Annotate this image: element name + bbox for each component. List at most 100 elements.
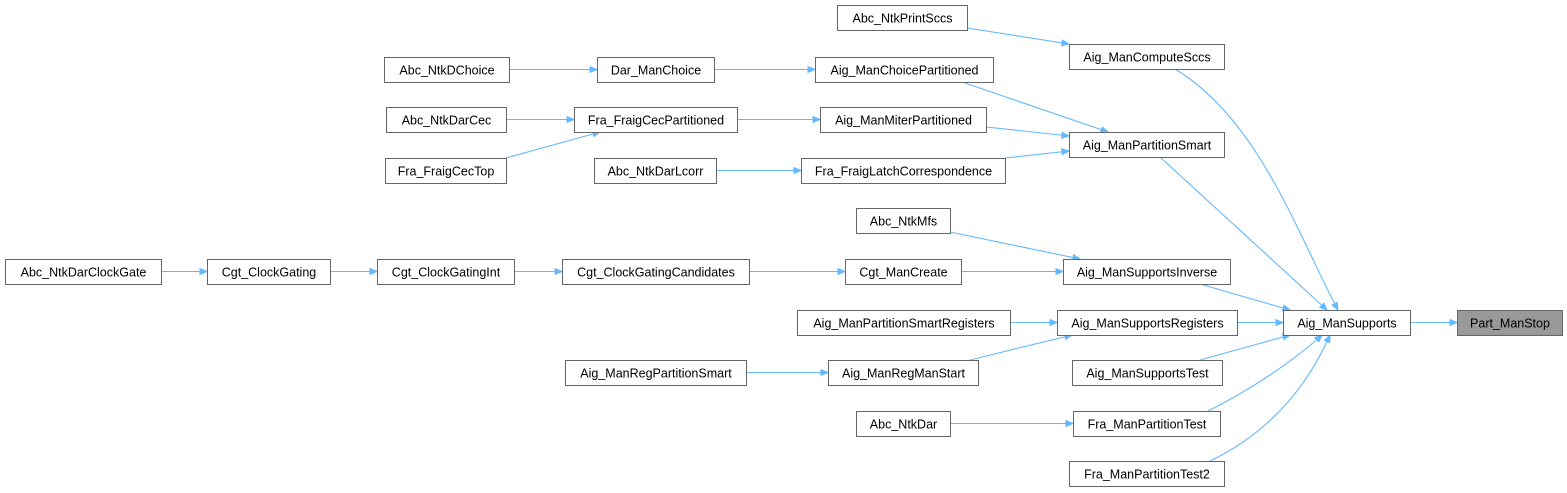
node-box[interactable] (1057, 310, 1238, 336)
node-box[interactable] (386, 107, 507, 133)
edge-fra_manpartitiontest2-to-aig_mansupports (1209, 335, 1330, 462)
node-aig_manmiterpartitioned[interactable]: Aig_ManMiterPartitioned (820, 107, 987, 133)
node-label: Fra_FraigCecPartitioned (588, 114, 724, 128)
node-box[interactable] (574, 107, 738, 133)
node-label: Abc_NtkPrintSccs (852, 12, 952, 26)
node-box[interactable] (1069, 44, 1225, 70)
node-box[interactable] (845, 259, 962, 285)
node-fra_fraigcectop[interactable]: Fra_FraigCecTop (385, 158, 507, 184)
node-label: Aig_ManComputeSccs (1083, 51, 1210, 65)
edge-aig_mansupportsinverse-to-aig_mansupports (1199, 283, 1290, 310)
node-cgt_clockgatingint[interactable]: Cgt_ClockGatingInt (377, 259, 515, 285)
node-aig_mansupportsregisters[interactable]: Aig_ManSupportsRegisters (1057, 310, 1238, 336)
node-aig_manpartitionsmartregisters[interactable]: Aig_ManPartitionSmartRegisters (797, 310, 1011, 336)
node-label: Abc_NtkDChoice (399, 64, 494, 78)
node-box[interactable] (1457, 310, 1563, 336)
edge-abc_ntkprintsccs-to-aig_mancomputesccs (966, 27, 1069, 44)
node-box[interactable] (377, 259, 515, 285)
node-label: Cgt_ClockGatingInt (392, 266, 501, 280)
node-box[interactable] (815, 57, 994, 83)
node-label: Abc_NtkDar (870, 418, 937, 432)
node-aig_mancomputesccs[interactable]: Aig_ManComputeSccs (1069, 44, 1225, 70)
node-label: Aig_ManPartitionSmart (1083, 139, 1212, 153)
node-abc_ntkmfs[interactable]: Abc_NtkMfs (856, 208, 951, 234)
node-box[interactable] (594, 158, 717, 184)
node-label: Aig_ManMiterPartitioned (835, 114, 972, 128)
node-fra_manpartitiontest[interactable]: Fra_ManPartitionTest (1073, 411, 1221, 437)
edge-abc_ntkmfs-to-aig_mansupportsinverse (949, 231, 1080, 259)
node-label: Aig_ManSupportsTest (1086, 367, 1209, 381)
node-aig_manpartitionsmart[interactable]: Aig_ManPartitionSmart (1069, 132, 1225, 158)
edges-layer (161, 27, 1457, 462)
edge-aig_manpartitionsmart-to-aig_mansupports (1159, 156, 1327, 310)
node-label: Abc_NtkMfs (870, 215, 937, 229)
node-label: Aig_ManSupports (1297, 317, 1396, 331)
node-box[interactable] (385, 158, 507, 184)
node-label: Abc_NtkDarLcorr (608, 165, 704, 179)
node-cgt_mancreate[interactable]: Cgt_ManCreate (845, 259, 962, 285)
node-label: Fra_FraigCecTop (398, 165, 495, 179)
node-fra_fraigcecpartitioned[interactable]: Fra_FraigCecPartitioned (574, 107, 738, 133)
edge-aig_manregmanstart-to-aig_mansupportsregisters (969, 335, 1072, 361)
node-box[interactable] (1069, 132, 1225, 158)
edge-aig_mancomputesccs-to-aig_mansupports (1174, 68, 1338, 310)
node-box[interactable] (856, 208, 951, 234)
node-box[interactable] (1063, 259, 1231, 285)
node-abc_ntkdar[interactable]: Abc_NtkDar (856, 411, 951, 437)
node-label: Part_ManStop (1470, 317, 1550, 331)
node-part_manstop[interactable]: Part_ManStop (1457, 310, 1563, 336)
node-box[interactable] (597, 57, 715, 83)
node-label: Fra_ManPartitionTest2 (1084, 468, 1210, 482)
node-label: Cgt_ClockGatingCandidates (577, 266, 735, 280)
edge-aig_manchoicepartitioned-to-aig_manpartitionsmart (961, 81, 1108, 132)
node-aig_manregmanstart[interactable]: Aig_ManRegManStart (828, 360, 979, 386)
node-box[interactable] (384, 57, 510, 83)
node-box[interactable] (856, 411, 951, 437)
node-box[interactable] (828, 360, 979, 386)
node-aig_mansupportsinverse[interactable]: Aig_ManSupportsInverse (1063, 259, 1231, 285)
node-box[interactable] (207, 259, 331, 285)
node-cgt_clockgatingcandidates[interactable]: Cgt_ClockGatingCandidates (562, 259, 750, 285)
node-box[interactable] (820, 107, 987, 133)
node-label: Fra_ManPartitionTest (1088, 418, 1207, 432)
node-label: Fra_FraigLatchCorrespondence (815, 165, 992, 179)
node-aig_mansupports[interactable]: Aig_ManSupports (1283, 310, 1411, 336)
node-label: Aig_ManRegManStart (842, 367, 966, 381)
node-box[interactable] (1073, 411, 1221, 437)
node-box[interactable] (801, 158, 1006, 184)
node-aig_manchoicepartitioned[interactable]: Aig_ManChoicePartitioned (815, 57, 994, 83)
edge-fra_fraiglatchcorrespondence-to-aig_manpartitionsmart (1004, 151, 1069, 159)
node-abc_ntkprintsccs[interactable]: Abc_NtkPrintSccs (837, 5, 968, 31)
node-dar_manchoice[interactable]: Dar_ManChoice (597, 57, 715, 83)
node-cgt_clockgating[interactable]: Cgt_ClockGating (207, 259, 331, 285)
edge-aig_mansupportstest-to-aig_mansupports (1199, 335, 1290, 361)
edge-fra_fraigcectop-to-fra_fraigcecpartitioned (505, 132, 600, 159)
node-box[interactable] (562, 259, 750, 285)
node-label: Cgt_ManCreate (859, 266, 947, 280)
node-box[interactable] (837, 5, 968, 31)
node-aig_manregpartitionsmart[interactable]: Aig_ManRegPartitionSmart (565, 360, 747, 386)
node-label: Abc_NtkDarClockGate (21, 266, 147, 280)
node-box[interactable] (565, 360, 747, 386)
edge-aig_manmiterpartitioned-to-aig_manpartitionsmart (985, 126, 1069, 136)
node-abc_ntkdchoice[interactable]: Abc_NtkDChoice (384, 57, 510, 83)
node-aig_mansupportstest[interactable]: Aig_ManSupportsTest (1072, 360, 1223, 386)
node-label: Aig_ManRegPartitionSmart (580, 367, 732, 381)
node-label: Cgt_ClockGating (222, 266, 317, 280)
node-abc_ntkdarcec[interactable]: Abc_NtkDarCec (386, 107, 507, 133)
node-box[interactable] (797, 310, 1011, 336)
node-abc_ntkdarclockgate[interactable]: Abc_NtkDarClockGate (5, 259, 162, 285)
node-box[interactable] (1283, 310, 1411, 336)
node-fra_fraiglatchcorrespondence[interactable]: Fra_FraigLatchCorrespondence (801, 158, 1006, 184)
edge-fra_manpartitiontest-to-aig_mansupports (1207, 335, 1322, 412)
node-label: Abc_NtkDarCec (402, 114, 492, 128)
node-label: Aig_ManSupportsInverse (1077, 266, 1217, 280)
node-label: Aig_ManChoicePartitioned (830, 64, 978, 78)
node-fra_manpartitiontest2[interactable]: Fra_ManPartitionTest2 (1069, 461, 1225, 487)
node-box[interactable] (1069, 461, 1225, 487)
node-label: Aig_ManSupportsRegisters (1071, 317, 1223, 331)
node-box[interactable] (1072, 360, 1223, 386)
node-abc_ntkdarlcorr[interactable]: Abc_NtkDarLcorr (594, 158, 717, 184)
node-box[interactable] (5, 259, 162, 285)
